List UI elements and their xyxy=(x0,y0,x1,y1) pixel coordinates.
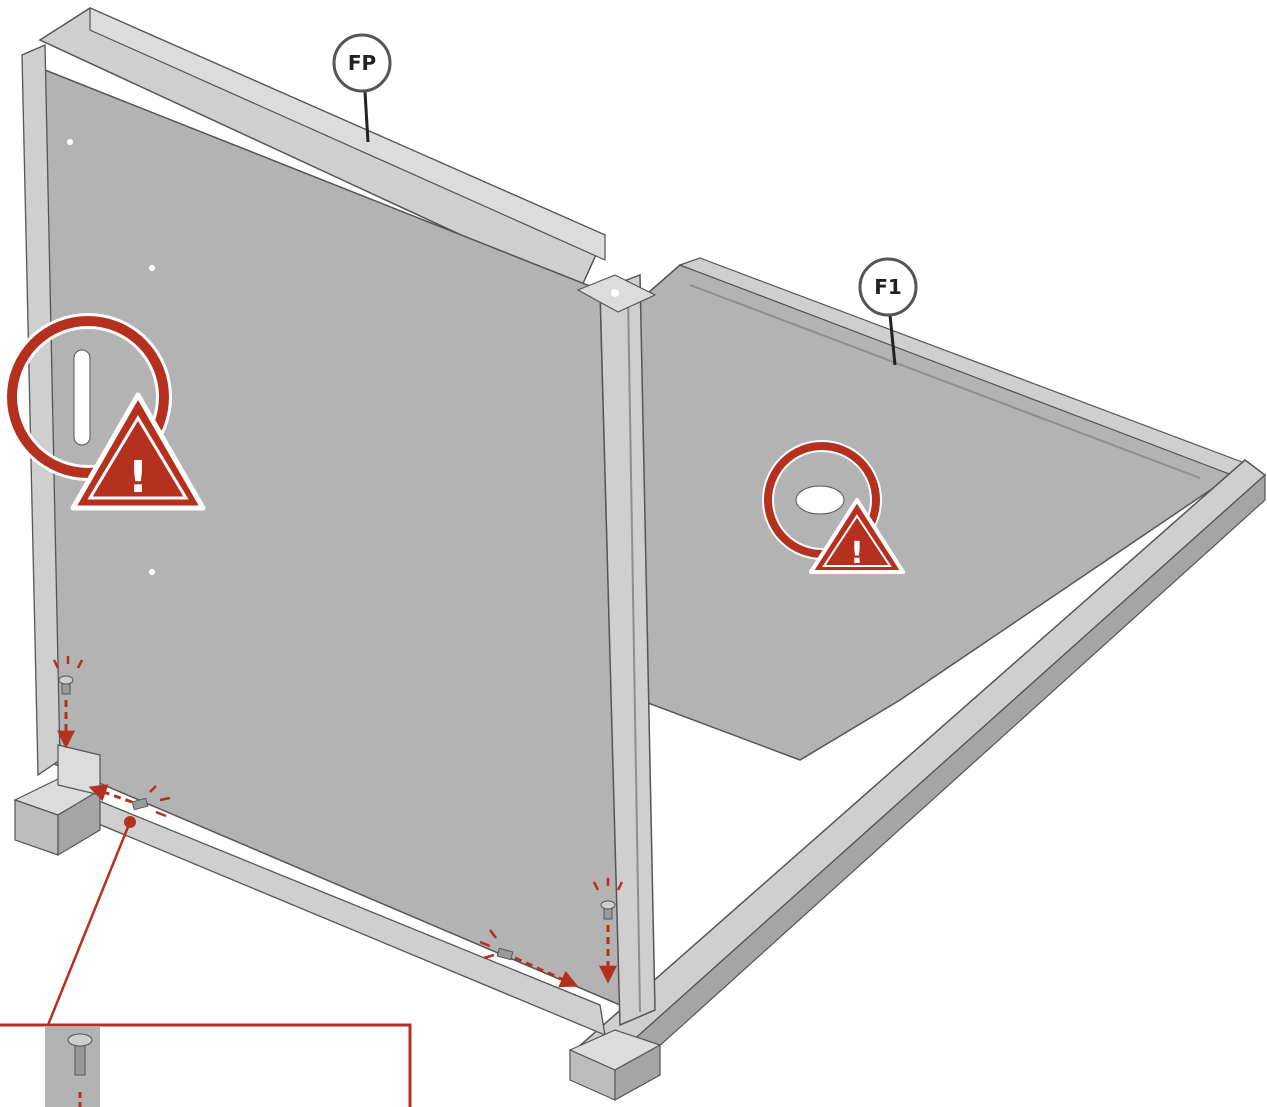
callout-label-fp: FP xyxy=(348,51,376,75)
front-panel-fp xyxy=(21,44,656,1037)
screw-top-left xyxy=(58,675,74,695)
screw-top-right xyxy=(600,900,616,920)
hole-warning: ! xyxy=(762,440,905,574)
floor-hole xyxy=(795,485,845,515)
detail-leader-line xyxy=(46,821,132,1026)
top-frame-rail xyxy=(38,7,606,291)
warning-triangle-icon xyxy=(70,392,206,511)
screw-side-left xyxy=(131,797,149,811)
warning-symbol: ! xyxy=(850,536,864,571)
highlight-sparks xyxy=(52,656,624,960)
warning-triangle-icon xyxy=(809,498,905,574)
corner-foot-right xyxy=(568,1029,662,1102)
dashed-arrow-icon xyxy=(514,956,579,988)
screw-icon xyxy=(67,1033,93,1047)
floor-panel-f1 xyxy=(639,257,1251,967)
corner-cap-top xyxy=(576,274,657,313)
warning-symbol: ! xyxy=(128,452,148,503)
corner-foot-left xyxy=(13,744,102,857)
screw-side-right xyxy=(496,947,514,961)
callout-f1: F1 xyxy=(858,257,918,366)
panel-slot xyxy=(73,349,91,446)
slot-warning: ! xyxy=(4,313,206,511)
callout-label-f1: F1 xyxy=(874,275,902,299)
detail-inset xyxy=(0,1023,412,1107)
callout-fp: FP xyxy=(332,33,392,143)
